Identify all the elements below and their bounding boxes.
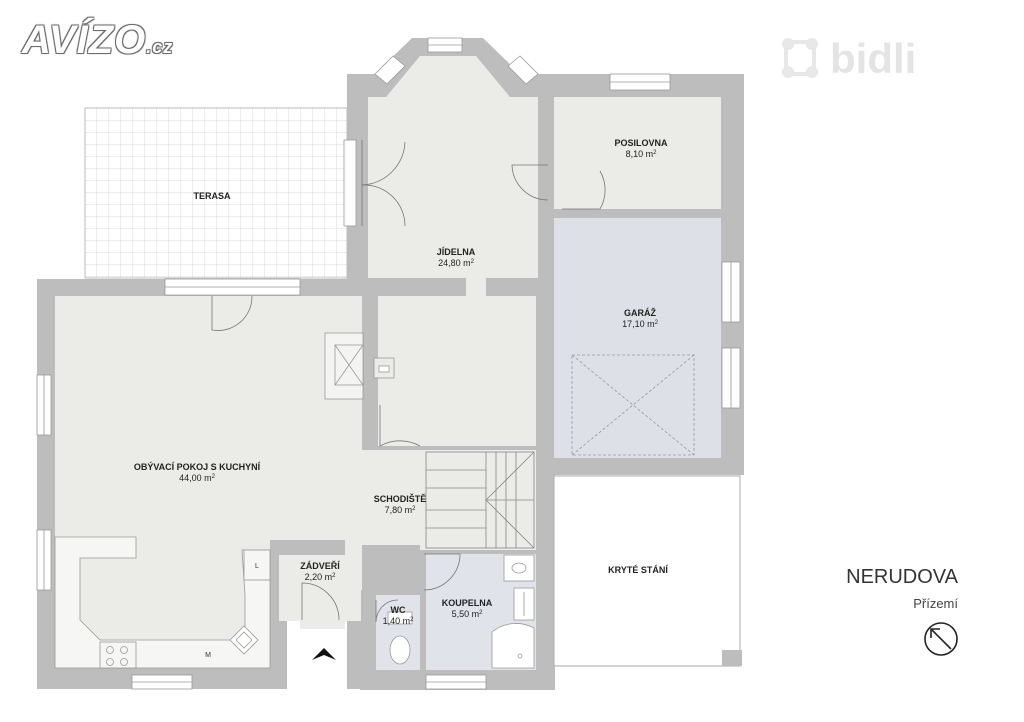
windows [36,37,741,690]
avizo-logo: AVÍZO.cz [22,18,173,63]
label-zadveri: ZÁDVEŘÍ [300,560,340,571]
plan-title: NERUDOVA [846,566,958,588]
label-jidelna: JÍDELNA [437,247,476,257]
garage-door [571,354,695,456]
floor-garage [554,218,721,458]
area-zadveri: 2,20 m2 [305,572,337,582]
avizo-logo-tld: .cz [146,37,174,57]
kitchen-counter [54,536,271,669]
label-wc: WC [391,605,406,615]
avizo-logo-text: AVÍZO [22,18,147,62]
bidli-logo: bidli [778,34,916,84]
bidli-logo-icon [782,38,818,78]
label-kryte-stani: KRYTÉ STÁNÍ [608,565,668,575]
label-terasa: TERASA [193,191,231,201]
plan-subtitle: Přízemí [913,596,958,611]
room-labels: TERASA JÍDELNA 24,80 m2 POSILOVNA 8,10 m… [134,138,669,626]
bathroom-fixtures [387,554,535,669]
bidli-logo-text: bidli [830,35,917,82]
label-obyvaci: OBÝVACÍ POKOJ S KUCHYNÍ [134,461,261,472]
microwave-label: M [205,652,211,659]
carport [553,475,742,667]
floor-dining [368,56,538,296]
fridge-label: L [255,563,259,570]
terrace [84,107,348,279]
area-schodiste: 7,80 m2 [385,505,417,515]
staircase [425,451,535,549]
doors [211,140,606,623]
label-garaz: GARÁŽ [624,307,656,318]
area-jidelna: 24,80 m2 [438,258,475,268]
area-garaz: 17,10 m2 [622,319,659,329]
floor-hall [378,296,536,446]
area-posilovna: 8,10 m2 [626,149,658,159]
label-posilovna: POSILOVNA [614,138,668,148]
floor-gym [554,97,721,209]
compass-icon [924,622,958,656]
label-schodiste: SCHODIŠTĚ [374,493,427,504]
entrance-arrow-icon [312,648,336,660]
fireplace-icon [324,332,395,400]
area-wc: 1,40 m2 [383,616,415,626]
area-koupelna: 5,50 m2 [452,609,484,619]
label-koupelna: KOUPELNA [442,598,493,608]
area-obyvaci: 44,00 m2 [179,473,216,483]
